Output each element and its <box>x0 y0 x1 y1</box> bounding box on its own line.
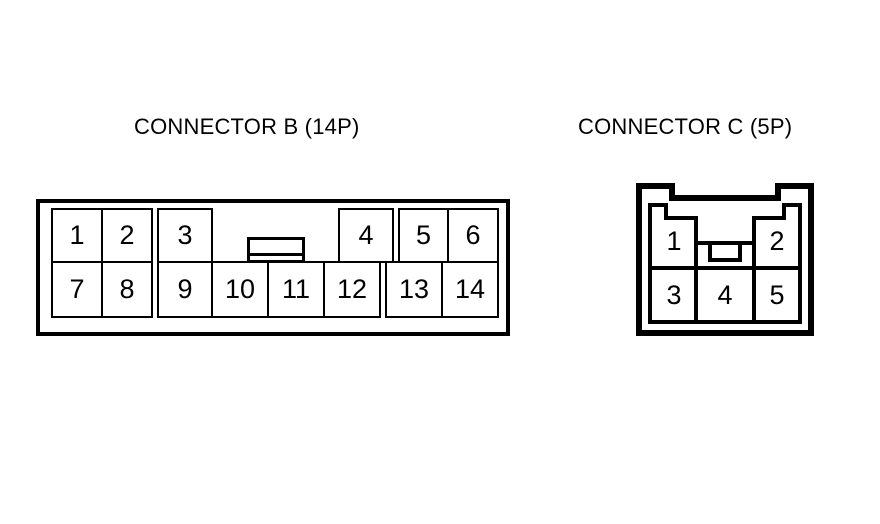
connector-c-body: 1 2 3 4 5 <box>636 180 814 336</box>
connector-b-pin-13[interactable]: 13 <box>385 261 443 318</box>
connector-b-pin-14[interactable]: 14 <box>441 261 499 318</box>
connector-c-title: CONNECTOR C (5P) <box>578 114 793 139</box>
connector-b-pin-10[interactable]: 10 <box>211 261 269 318</box>
connector-b-title: CONNECTOR B (14P) <box>134 114 360 139</box>
connector-b-body: 1 2 3 4 5 6 7 8 9 10 11 12 13 14 <box>36 199 510 336</box>
connector-c-pin-4[interactable]: 4 <box>717 279 733 310</box>
connector-b-pin-field: 1 2 3 4 5 6 7 8 9 10 11 12 13 14 <box>51 208 499 318</box>
connector-b-pin-7[interactable]: 7 <box>51 261 103 318</box>
connector-c-pin-5[interactable]: 5 <box>769 279 785 310</box>
connector-b-pin-4[interactable]: 4 <box>338 208 394 263</box>
connector-c-inner-cavity <box>648 203 802 324</box>
connector-b-pin-5[interactable]: 5 <box>398 208 449 263</box>
connector-c-pin-1[interactable]: 1 <box>666 225 682 256</box>
connector-b-pin-9[interactable]: 9 <box>157 261 213 318</box>
connector-b-pin-1[interactable]: 1 <box>51 208 103 263</box>
connector-b-latch-divider <box>250 253 302 256</box>
connector-b-latch-key <box>247 237 305 263</box>
connector-b-pin-3[interactable]: 3 <box>157 208 213 263</box>
connector-c-outer-shell <box>636 183 814 336</box>
connector-b-pin-6[interactable]: 6 <box>447 208 499 263</box>
connector-b-pin-12[interactable]: 12 <box>323 261 381 318</box>
connector-c-pin-2[interactable]: 2 <box>769 225 785 256</box>
connector-b-pin-2[interactable]: 2 <box>101 208 153 263</box>
connector-c-pin-3[interactable]: 3 <box>666 279 682 310</box>
connector-b-pin-11[interactable]: 11 <box>267 261 325 318</box>
connector-b-pin-8[interactable]: 8 <box>101 261 153 318</box>
